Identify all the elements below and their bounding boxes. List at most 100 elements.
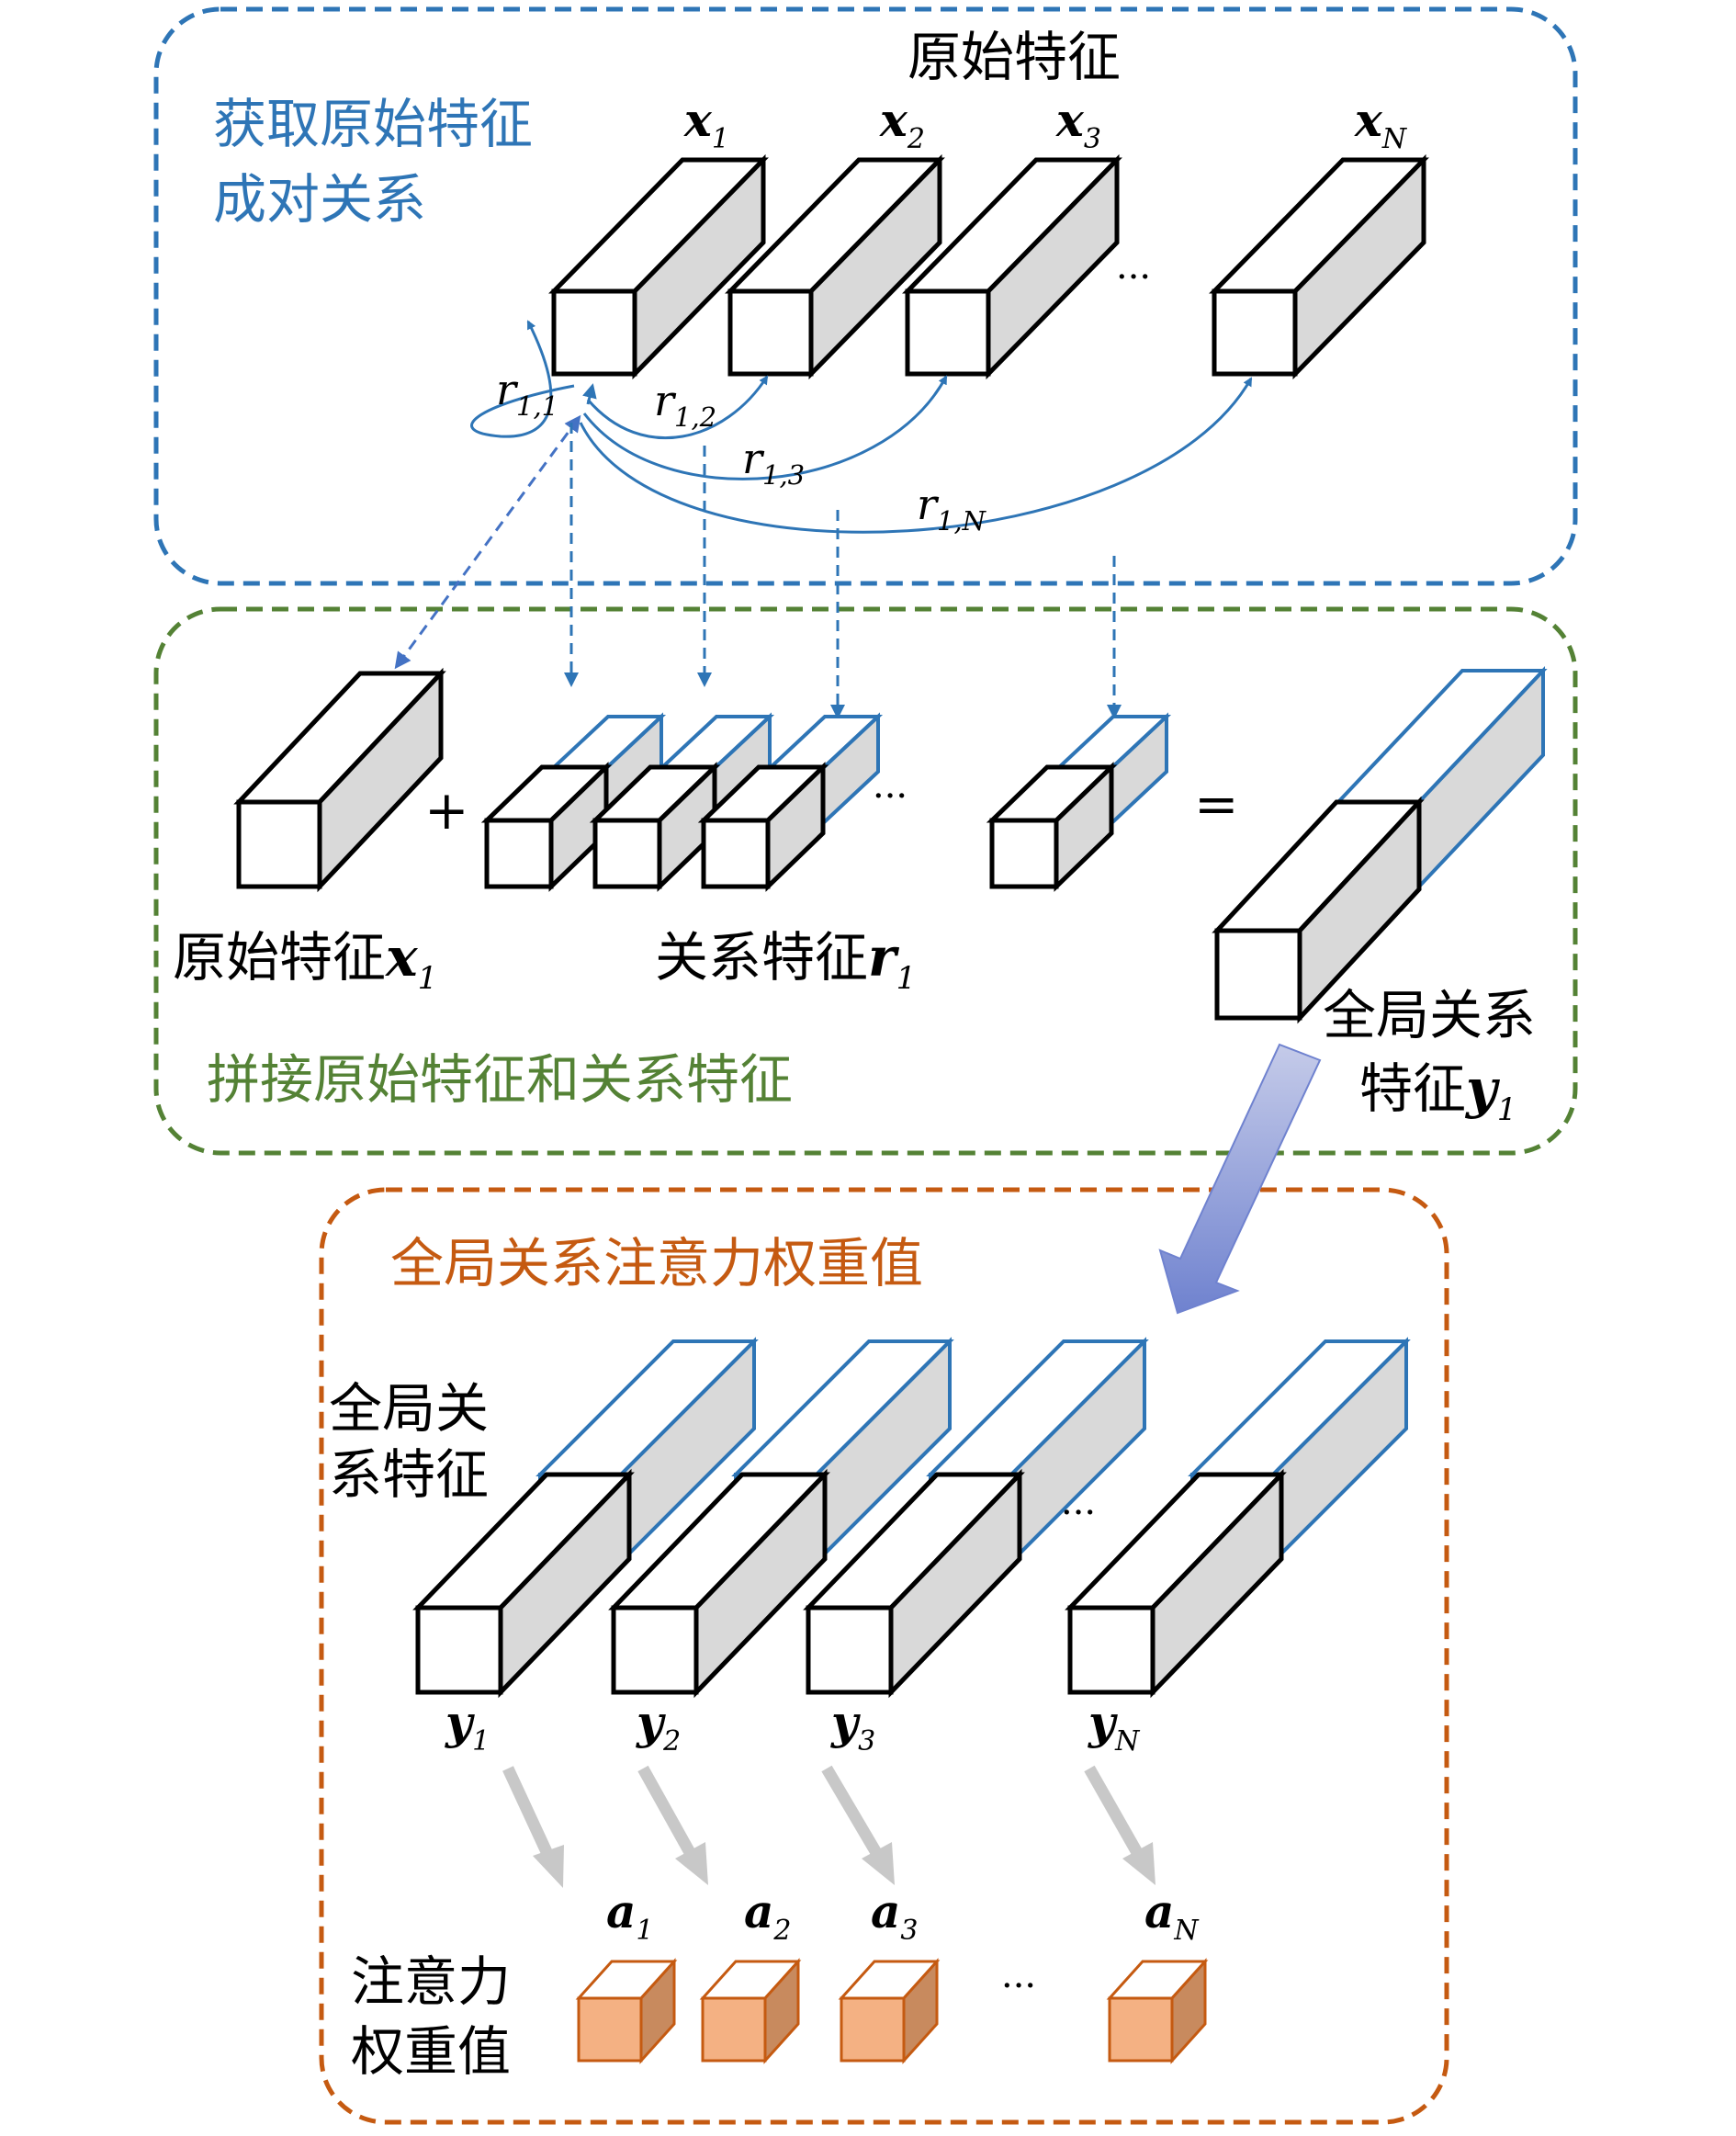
weights-ellipsis: ··· <box>1001 1965 1036 2007</box>
y-label-4: yN <box>1088 1695 1141 1757</box>
global-feature-y1-front-front <box>1214 928 1302 1021</box>
section3-ellipsis: ··· <box>1061 1492 1096 1534</box>
gray-arrows <box>502 1765 1144 1859</box>
global-bar-y1-front <box>412 1468 635 1699</box>
weight-cube-a1 <box>575 1958 678 2064</box>
gray-arrow-n <box>1084 1765 1144 1859</box>
feature-bar-xN-front <box>1212 288 1298 377</box>
r-label-4: r1,N <box>917 480 987 537</box>
global-bar-y2-front <box>608 1468 830 1699</box>
arc-r1N <box>579 377 1253 534</box>
gray-arrow-head-2 <box>675 1842 708 1885</box>
global-bar-y2-front-front <box>611 1605 699 1695</box>
feature-bar-x1 <box>548 153 769 380</box>
global-feature-y1-front <box>1212 796 1425 1024</box>
plus-sign: + <box>424 779 469 842</box>
feature-bar-x2-front <box>727 288 814 377</box>
feature-bar-x3-front <box>905 288 991 377</box>
a-labels: a1 a2 a3 aN <box>606 1884 1200 1947</box>
relation-labels: r1,1 r1,2 r1,3 r1,N <box>496 365 987 537</box>
rel-feature-r13-front <box>697 762 829 892</box>
orig-feature-x1-front <box>236 799 322 889</box>
section3-frame <box>319 1187 1449 2125</box>
dashed-connectors <box>394 414 1122 719</box>
feature-bar-x1-front <box>551 288 637 377</box>
global-feature-bars <box>412 1337 1411 1699</box>
feature-bar-xN <box>1209 153 1429 380</box>
gray-arrow-heads <box>533 1842 1155 1888</box>
global-bar-y3-front-front <box>806 1605 894 1695</box>
r-label-3: r1,3 <box>742 434 805 491</box>
weight-cube-a2-front <box>701 1996 767 2063</box>
original-features-title: 原始特征 <box>907 26 1121 88</box>
global-bar-yN-front-front <box>1067 1605 1155 1695</box>
section1-ellipsis: ··· <box>1116 256 1151 299</box>
attention-weight-cubes <box>575 1958 1209 2064</box>
orig-feature-x1 <box>233 667 446 893</box>
global-relation-label-line1: 全局关 <box>329 1377 489 1440</box>
original-feature-bars <box>548 153 1429 380</box>
r-label-1: r1,1 <box>496 365 558 422</box>
x-label-4: xN <box>1354 93 1408 155</box>
x-label-2: x2 <box>879 93 925 155</box>
x-label-3: x3 <box>1055 93 1101 155</box>
y-label-3: y3 <box>830 1695 875 1757</box>
global-feature-label-line1: 全局关系 <box>1323 984 1536 1046</box>
rel-feature-r11-front-front <box>484 818 554 889</box>
x-label-1: x1 <box>683 93 729 155</box>
r-label-2: r1,2 <box>654 376 716 433</box>
transition-arrow <box>1158 1043 1322 1315</box>
attention-weights-label-line2: 权重值 <box>351 2020 511 2083</box>
global-bar-yN-front <box>1065 1468 1287 1699</box>
rel-feature-r13-front-front <box>701 818 771 889</box>
gray-arrow-head-1 <box>533 1845 564 1888</box>
rel-feature-r1N-front-front <box>989 818 1059 889</box>
section2-ellipsis: ··· <box>873 775 907 818</box>
weight-cube-a1-front <box>577 1996 643 2063</box>
concat-shapes <box>233 665 1548 1024</box>
weight-cube-a3-front <box>840 1996 906 2063</box>
gray-arrow-head-n <box>1122 1842 1155 1885</box>
a-label-3: a3 <box>871 1884 919 1947</box>
gray-arrow-3 <box>821 1765 884 1859</box>
y-labels: y1 y2 y3 yN <box>445 1695 1141 1757</box>
rel-feature-r12-front-front <box>592 818 662 889</box>
section2-frame <box>153 606 1578 1156</box>
weight-cube-a3 <box>838 1958 941 2064</box>
rel-feature-label: 关系特征r1 <box>655 926 916 997</box>
gray-arrow-1 <box>502 1766 554 1859</box>
global-feature-label-line2: 特征y1 <box>1359 1057 1516 1128</box>
gray-arrow-head-3 <box>862 1842 895 1885</box>
orig-feature-label: 原始特征x1 <box>173 926 437 997</box>
global-relation-label-line2: 系特征 <box>329 1443 489 1506</box>
arc-r12 <box>586 375 769 440</box>
global-bar-y1-front-front <box>415 1605 503 1695</box>
section3-title: 全局关系注意力权重值 <box>390 1232 923 1294</box>
arc-head-shaft <box>582 383 597 405</box>
section1-frame <box>153 6 1578 586</box>
weight-cube-aN <box>1106 1958 1209 2064</box>
a-label-2: a2 <box>744 1884 792 1947</box>
global-bar-y3-front <box>803 1468 1025 1699</box>
connector-x1 <box>394 414 581 670</box>
attention-weights-label-line1: 注意力 <box>351 1950 511 2013</box>
a-label-4: aN <box>1144 1884 1200 1947</box>
section1-title-line2: 成对关系 <box>213 168 426 231</box>
weight-cube-aN-front <box>1108 1996 1174 2063</box>
section2-title: 拼接原始特征和关系特征 <box>207 1048 793 1111</box>
arc-r13 <box>582 375 948 480</box>
y-label-1: y1 <box>445 1695 490 1757</box>
equals-sign: = <box>1194 773 1239 835</box>
section1-title-line1: 获取原始特征 <box>213 93 533 155</box>
rel-feature-r11-front <box>480 762 613 892</box>
gray-arrow-2 <box>637 1765 697 1859</box>
weight-cube-a2 <box>699 1958 802 2064</box>
x-labels: x1 x2 x3 xN <box>683 93 1408 155</box>
rel-feature-r1N-front <box>986 762 1118 892</box>
a-label-1: a1 <box>606 1884 654 1947</box>
feature-bar-x3 <box>902 153 1122 380</box>
y-label-2: y2 <box>636 1695 681 1757</box>
feature-bar-x2 <box>725 153 945 380</box>
